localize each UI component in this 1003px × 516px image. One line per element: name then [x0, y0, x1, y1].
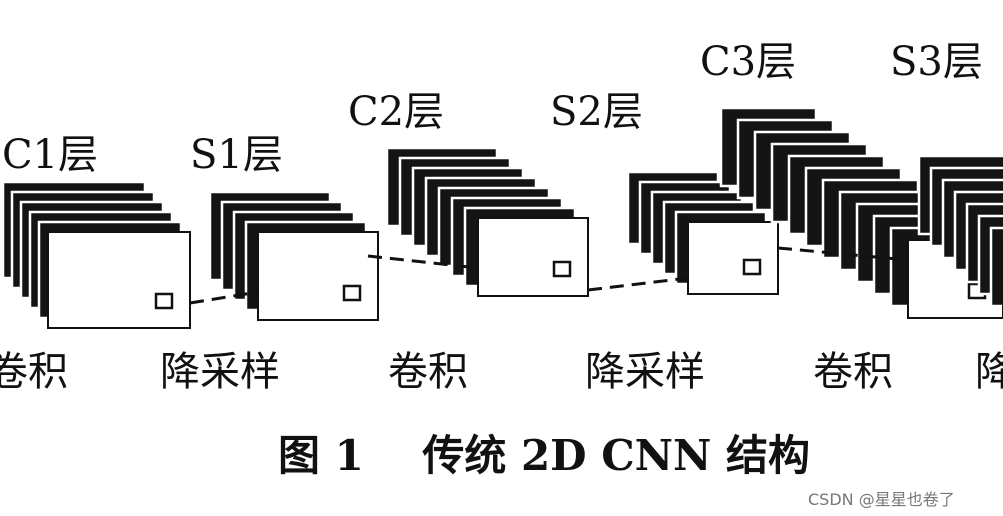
feature-map-front [257, 231, 379, 321]
watermark: CSDN @星星也卷了 [808, 490, 955, 509]
operation-label-conv-3: 卷积 [813, 349, 893, 395]
operation-label-conv-2: 卷积 [388, 349, 468, 395]
kernel-window [742, 258, 762, 276]
feature-map-front [687, 221, 779, 295]
layer-label-s3: S3层 [890, 39, 983, 85]
kernel-window [342, 284, 362, 302]
stack-s2 [626, 170, 779, 295]
layer-label-c3: C3层 [700, 39, 796, 85]
stack-c2 [385, 146, 589, 297]
connector-line [189, 290, 259, 305]
stack-c1 [1, 180, 191, 329]
feature-map-front [477, 217, 589, 297]
connector-lines [189, 246, 909, 305]
feature-map-front [47, 231, 191, 329]
kernel-window [552, 260, 572, 278]
kernel-window [154, 292, 174, 310]
operation-label-conv-1: 卷积 [0, 349, 68, 395]
connector-line [587, 276, 689, 292]
stack-s3 [917, 154, 1003, 319]
layer-label-c1: C1层 [2, 132, 98, 178]
layer-label-s2: S2层 [550, 89, 643, 135]
figure-caption: 图 1 传统 2D CNN 结构 [278, 431, 810, 480]
operation-label-pool-2: 降采样 [585, 349, 705, 395]
layer-label-s1: S1层 [190, 132, 283, 178]
operation-label-pool-3: 降 [975, 349, 1003, 395]
layer-label-c2: C2层 [348, 89, 444, 135]
feature-map-stacks [1, 106, 1003, 329]
stack-s1 [208, 190, 379, 321]
connector-line [367, 254, 479, 270]
feature-map-sheet [989, 226, 1003, 308]
operation-label-pool-1: 降采样 [160, 349, 280, 395]
